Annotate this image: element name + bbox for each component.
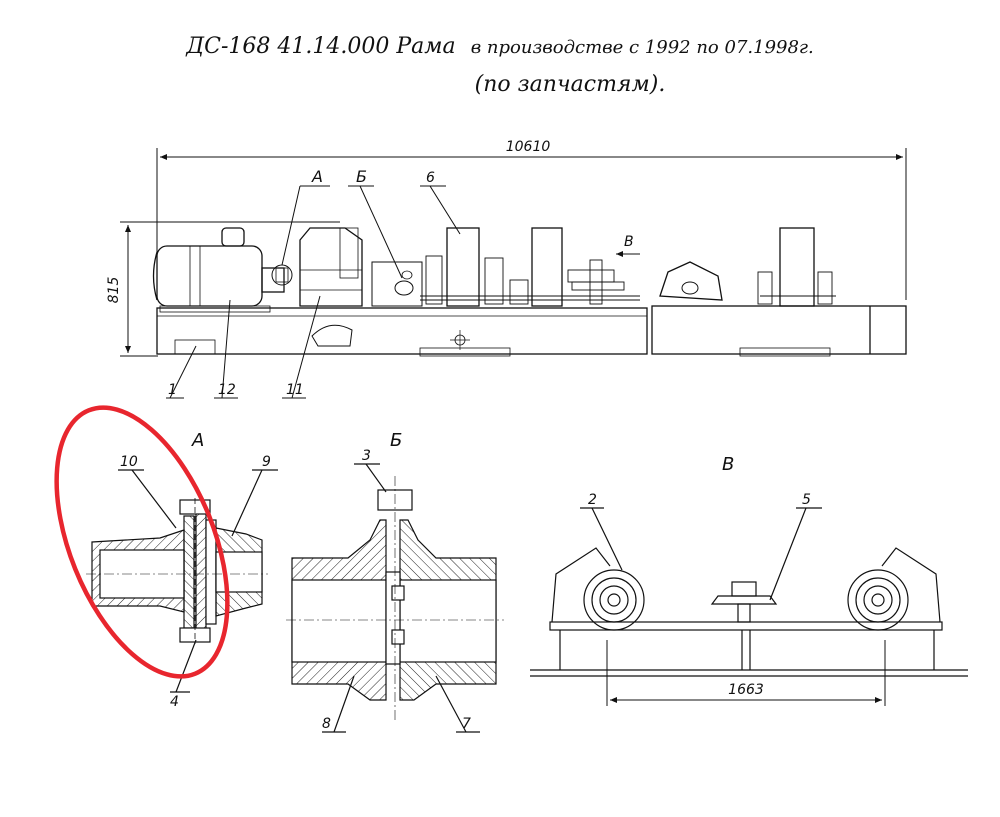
frame-beam-left (156, 307, 648, 355)
dimension-height-label: 815 (106, 277, 122, 304)
view-v-title: В (722, 454, 734, 475)
callout-10: 10 (120, 454, 138, 470)
main-view: 10610 815 (106, 139, 907, 399)
gearbox (299, 227, 363, 307)
view-marker-b: Б (356, 167, 367, 186)
dimension-span-label: 1663 (728, 682, 764, 698)
dimension-length-label: 10610 (506, 139, 551, 155)
detail-view-b: Б 3 8 7 (286, 430, 504, 733)
dimension-total-length: 10610 (156, 139, 907, 300)
callout-3: 3 (362, 448, 371, 464)
callout-8: 8 (322, 716, 331, 732)
callout-12: 12 (218, 382, 236, 398)
frame-beam-right (651, 305, 907, 355)
callout-7: 7 (462, 716, 471, 732)
view-arrow-v: В (624, 234, 634, 250)
highlight-ellipse (54, 405, 230, 679)
dimension-height: 815 (106, 221, 340, 357)
view-marker-a: А (311, 167, 323, 186)
callout-6: 6 (426, 170, 435, 186)
callout-9: 9 (262, 454, 271, 470)
drawing-title: ДС-168 41.14.000 Рама в производстве с 1… (0, 34, 1000, 59)
electric-motor (152, 227, 285, 313)
callout-11: 11 (286, 382, 304, 398)
callout-5: 5 (802, 492, 811, 508)
callout-2: 2 (588, 492, 597, 508)
view-a-title: А (191, 430, 204, 451)
view-b-title: Б (390, 430, 402, 451)
detail-view-v: В 1663 2 5 (530, 454, 968, 706)
callout-1: 1 (168, 382, 177, 398)
title-note: (по запчастям). (474, 72, 666, 97)
callout-4: 4 (170, 694, 179, 710)
title-production: в производстве с 1992 по 07.1998г. (470, 37, 814, 58)
detail-view-a: А 10 9 4 (86, 430, 278, 710)
title-main: ДС-168 41.14.000 Рама (186, 34, 456, 59)
